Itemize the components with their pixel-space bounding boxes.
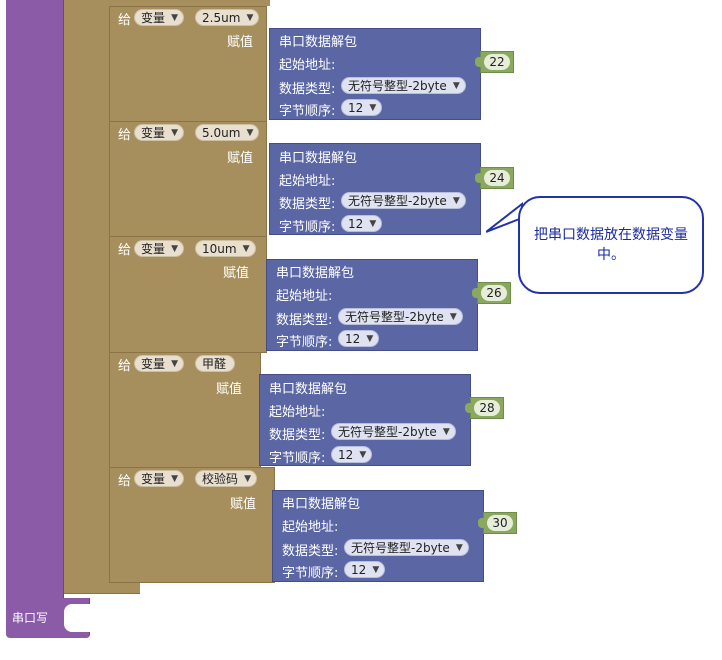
dropdown-arrow-icon: ▼ (359, 450, 367, 460)
set-label-1: 给 (118, 13, 132, 28)
unpack-title-3: 串口数据解包 (276, 266, 355, 281)
unpack-title-1: 串口数据解包 (279, 35, 358, 50)
set-label-4: 给 (118, 359, 132, 374)
variable-name-dropdown-5[interactable]: 校验码▼ (195, 470, 258, 487)
variable-dropdown-2[interactable]: 变量▼ (134, 124, 185, 141)
assign-label-5: 赋值 (230, 497, 257, 512)
set-label-3: 给 (118, 243, 132, 258)
dropdown-arrow-icon: ▼ (171, 474, 179, 484)
byte-order-label-2: 字节顺序: (279, 220, 336, 235)
start-address-label-4: 起始地址: (269, 405, 326, 420)
unpack-title-5: 串口数据解包 (282, 497, 361, 512)
dropdown-arrow-icon: ▼ (449, 312, 457, 322)
variable-name-dropdown-3[interactable]: 10um▼ (195, 240, 256, 257)
variable-dropdown-4[interactable]: 变量▼ (134, 355, 185, 372)
variable-name-dropdown-1[interactable]: 2.5um▼ (195, 9, 260, 26)
data-type-label-5: 数据类型: (282, 544, 339, 559)
assign-label-4: 赋值 (216, 382, 243, 397)
assign-label-1: 赋值 (227, 35, 254, 50)
data-type-label-3: 数据类型: (276, 313, 333, 328)
dropdown-arrow-icon: ▼ (171, 13, 179, 23)
byte-order-label-3: 字节顺序: (276, 335, 333, 350)
dropdown-arrow-icon: ▼ (455, 543, 463, 553)
byte-order-label-5: 字节顺序: (282, 566, 339, 581)
variable-dropdown-1[interactable]: 变量▼ (134, 9, 185, 26)
unpack-title-4: 串口数据解包 (269, 382, 348, 397)
start-address-number-5[interactable]: 30 (478, 512, 517, 534)
dropdown-arrow-icon: ▼ (246, 128, 254, 138)
set-label-2: 给 (118, 128, 132, 143)
loop-notch (64, 604, 90, 632)
start-address-number-1[interactable]: 22 (475, 51, 514, 73)
dropdown-arrow-icon: ▼ (171, 359, 179, 369)
unpack-title-2: 串口数据解包 (279, 151, 358, 166)
set-block-4[interactable] (109, 352, 261, 468)
start-address-label-3: 起始地址: (276, 289, 333, 304)
callout-note: 把串口数据放在数据变量中。 (518, 196, 704, 294)
variable-name-dropdown-2[interactable]: 5.0um▼ (195, 124, 260, 141)
dropdown-arrow-icon: ▼ (366, 334, 374, 344)
data-type-dropdown-2[interactable]: 无符号整型-2byte▼ (341, 192, 466, 209)
start-address-label-1: 起始地址: (279, 58, 336, 73)
dropdown-arrow-icon: ▼ (246, 13, 254, 23)
dropdown-arrow-icon: ▼ (244, 474, 252, 484)
khaki-container-top (110, 0, 270, 6)
start-address-number-2[interactable]: 24 (475, 167, 514, 189)
byte-order-dropdown-5[interactable]: 12▼ (344, 561, 386, 578)
dropdown-arrow-icon: ▼ (369, 103, 377, 113)
data-type-dropdown-3[interactable]: 无符号整型-2byte▼ (338, 308, 463, 325)
dropdown-arrow-icon: ▼ (171, 128, 179, 138)
byte-order-dropdown-1[interactable]: 12▼ (341, 99, 383, 116)
start-address-label-2: 起始地址: (279, 174, 336, 189)
start-address-label-5: 起始地址: (282, 520, 339, 535)
byte-order-dropdown-4[interactable]: 12▼ (331, 446, 373, 463)
set-label-5: 给 (118, 474, 132, 489)
khaki-container-trunk (64, 0, 110, 582)
byte-order-dropdown-3[interactable]: 12▼ (338, 330, 380, 347)
byte-order-label-1: 字节顺序: (279, 104, 336, 119)
serial-write-label: 串口写 (12, 611, 49, 625)
variable-dropdown-3[interactable]: 变量▼ (134, 240, 185, 257)
start-address-number-3[interactable]: 26 (472, 282, 511, 304)
data-type-label-2: 数据类型: (279, 197, 336, 212)
variable-name-dropdown-4[interactable]: 甲醛 (195, 355, 236, 372)
data-type-label-1: 数据类型: (279, 82, 336, 97)
start-address-number-4[interactable]: 28 (465, 397, 504, 419)
data-type-dropdown-1[interactable]: 无符号整型-2byte▼ (341, 77, 466, 94)
assign-label-2: 赋值 (227, 151, 254, 166)
data-type-label-4: 数据类型: (269, 428, 326, 443)
dropdown-arrow-icon: ▼ (171, 244, 179, 254)
dropdown-arrow-icon: ▼ (442, 427, 450, 437)
loop-block-body[interactable] (6, 0, 64, 600)
byte-order-dropdown-2[interactable]: 12▼ (341, 215, 383, 232)
dropdown-arrow-icon: ▼ (369, 219, 377, 229)
dropdown-arrow-icon: ▼ (452, 196, 460, 206)
variable-dropdown-5[interactable]: 变量▼ (134, 470, 185, 487)
data-type-dropdown-4[interactable]: 无符号整型-2byte▼ (331, 423, 456, 440)
dropdown-arrow-icon: ▼ (242, 244, 250, 254)
dropdown-arrow-icon: ▼ (452, 81, 460, 91)
assign-label-3: 赋值 (223, 266, 250, 281)
dropdown-arrow-icon: ▼ (372, 565, 380, 575)
byte-order-label-4: 字节顺序: (269, 451, 326, 466)
khaki-container-foot (64, 580, 140, 594)
data-type-dropdown-5[interactable]: 无符号整型-2byte▼ (344, 539, 469, 556)
